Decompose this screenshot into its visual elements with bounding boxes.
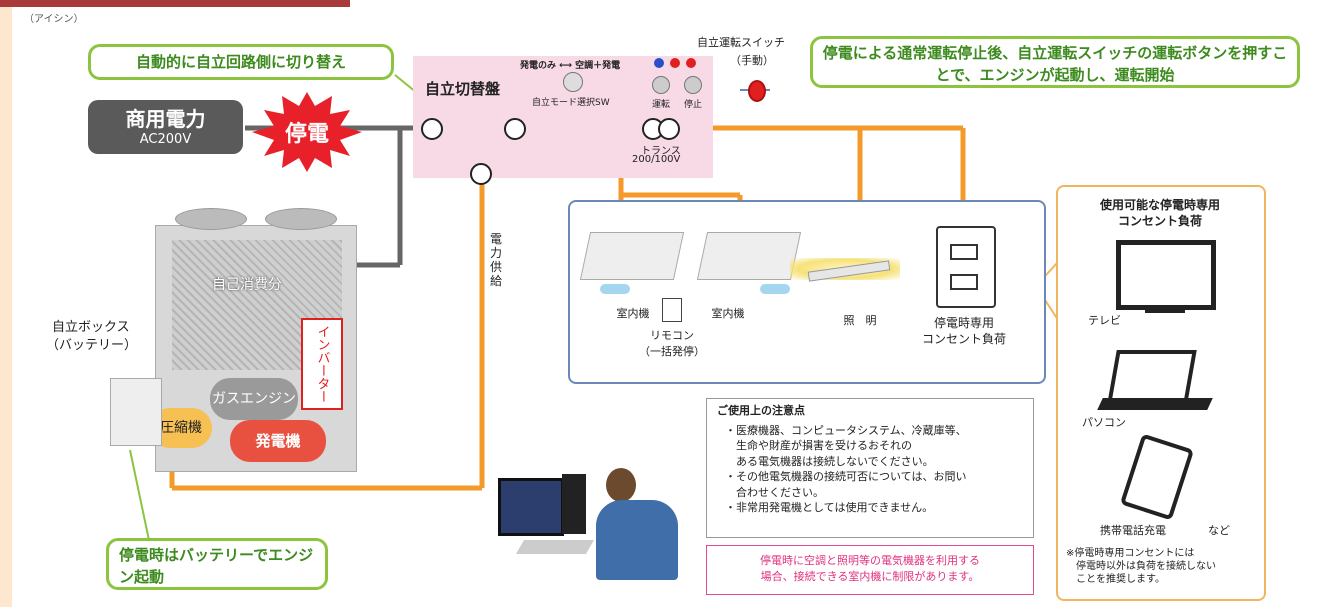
warning-line-2: 場合、接続できる室内機に制限があります。	[760, 570, 980, 583]
airflow-icon	[760, 284, 790, 294]
indoor-unit-icon	[579, 232, 685, 280]
switch-contact-common	[504, 118, 526, 140]
fan-icon	[175, 208, 247, 230]
person-head-icon	[606, 468, 636, 502]
tv-label: テレビ	[1088, 314, 1121, 327]
usage-note-line: ・医療機器、コンピュータシステム、冷蔵庫等、	[725, 423, 967, 437]
usage-notes-title: ご使用上の注意点	[717, 404, 805, 417]
socket-icon	[950, 244, 978, 260]
mode-switch-label: 自立モード選択SW	[532, 98, 610, 108]
outlet-icon	[936, 226, 996, 308]
switch-contact-backup	[470, 163, 492, 185]
gas-engine: ガスエンジン	[210, 378, 298, 420]
battery-box-icon	[110, 378, 162, 446]
commercial-power-title: 商用電力	[125, 107, 206, 131]
stop-button[interactable]	[684, 76, 702, 94]
transformer-coil-icon	[658, 118, 680, 140]
person-body-icon	[596, 500, 678, 580]
red-lamp-icon	[686, 58, 696, 68]
remote-label: リモコン	[650, 329, 694, 342]
blue-lamp-icon	[654, 58, 664, 68]
operation-callout: 停電による通常運転停止後、自立運転スイッチの運転ボタンを押すことで、エンジンが起…	[810, 36, 1300, 88]
warning-line-1: 停電時に空調と照明等の電気機器を利用する	[760, 554, 980, 567]
battery-box-sub: （バッテリー）	[46, 338, 138, 353]
run-button[interactable]	[652, 76, 670, 94]
usage-note-line: 生命や財産が損害を受けるおそれの	[725, 439, 912, 452]
socket-icon	[950, 274, 978, 290]
power-supply-label: 電力供給	[490, 232, 503, 288]
usage-note-line: ・その他電気機器の接続可否については、お問い	[725, 470, 967, 483]
manual-switch-title: 自立運転スイッチ	[697, 36, 785, 49]
indoor-unit-label-2: 室内機	[711, 307, 745, 320]
battery-callout: 停電時はバッテリーでエンジン起動	[106, 538, 328, 590]
manual-run-switch[interactable]	[748, 80, 766, 102]
usage-notes-box: ご使用上の注意点 ・医療機器、コンピュータシステム、冷蔵庫等、 生命や財産が損害…	[706, 398, 1034, 538]
switch-contact-grid	[421, 118, 443, 140]
loads-title-2: コンセント負荷	[1117, 214, 1202, 228]
laptop-keyboard-icon	[1097, 398, 1213, 410]
indoor-unit-label-1: 室内機	[616, 307, 650, 320]
limitation-warning: 停電時に空調と照明等の電気機器を利用する 場合、接続できる室内機に制限があります…	[706, 545, 1034, 595]
usage-note-line: 合わせください。	[725, 485, 824, 499]
laptop-icon	[1107, 350, 1197, 404]
indoor-unit-icon	[696, 232, 802, 280]
battery-box-title: 自立ボックス	[52, 320, 130, 335]
self-consumption-label: 自己消費分	[212, 277, 282, 293]
commercial-power-box: 商用電力 AC200V	[88, 100, 243, 154]
pc-label: パソコン	[1082, 416, 1126, 429]
usage-note-line: ・非常用発電機としては使用できません。	[725, 501, 934, 514]
pc-tower-icon	[562, 474, 586, 534]
inverter-box: インバーター	[301, 318, 343, 410]
generator: 発電機	[230, 420, 326, 462]
outlet-sub: コンセント負荷	[921, 332, 1006, 346]
switch-panel-title: 自立切替盤	[425, 80, 501, 98]
mode-selector-knob[interactable]	[563, 72, 583, 92]
run-label: 運転	[652, 100, 671, 110]
red-lamp-icon	[670, 58, 680, 68]
loads-note-1: ※停電時専用コンセントには	[1066, 548, 1195, 559]
tv-stand-icon	[1145, 307, 1185, 313]
commercial-power-voltage: AC200V	[139, 132, 192, 147]
mode-label: 発電のみ ⟷ 空調＋発電	[520, 61, 621, 71]
remote-control-icon	[662, 298, 682, 322]
usage-note-line: ある電気機器は接続しないでください。	[725, 454, 934, 468]
loads-note-2: 停電時以外は負荷を接続しない	[1076, 561, 1216, 572]
transformer-voltage: 200/100V	[632, 154, 681, 165]
transformer-label: トランス	[641, 146, 681, 157]
keyboard-icon	[515, 540, 595, 554]
image-credit: （アイシン）	[24, 14, 84, 25]
outlet-title: 停電時専用	[933, 316, 994, 330]
lighting-label: 照 明	[843, 314, 877, 327]
auto-switch-callout: 自動的に自立回路側に切り替え	[88, 44, 394, 80]
outage-label: 停電	[284, 122, 329, 147]
monitor-icon	[498, 478, 564, 536]
header-accent-bar	[0, 0, 350, 7]
stop-label: 停止	[684, 100, 703, 110]
etc-label: など	[1208, 524, 1230, 537]
left-edge-band	[0, 0, 12, 607]
phone-label: 携帯電話充電	[1100, 524, 1166, 537]
remote-sub: （一括発停）	[639, 345, 705, 358]
manual-switch-sub: （手動）	[730, 54, 774, 67]
tv-icon	[1116, 240, 1216, 310]
loads-title-1: 使用可能な停電時専用	[1099, 198, 1220, 212]
airflow-icon	[600, 284, 630, 294]
fan-icon	[265, 208, 337, 230]
outage-burst-icon	[252, 92, 362, 172]
loads-note-3: ことを推奨します。	[1076, 574, 1165, 585]
